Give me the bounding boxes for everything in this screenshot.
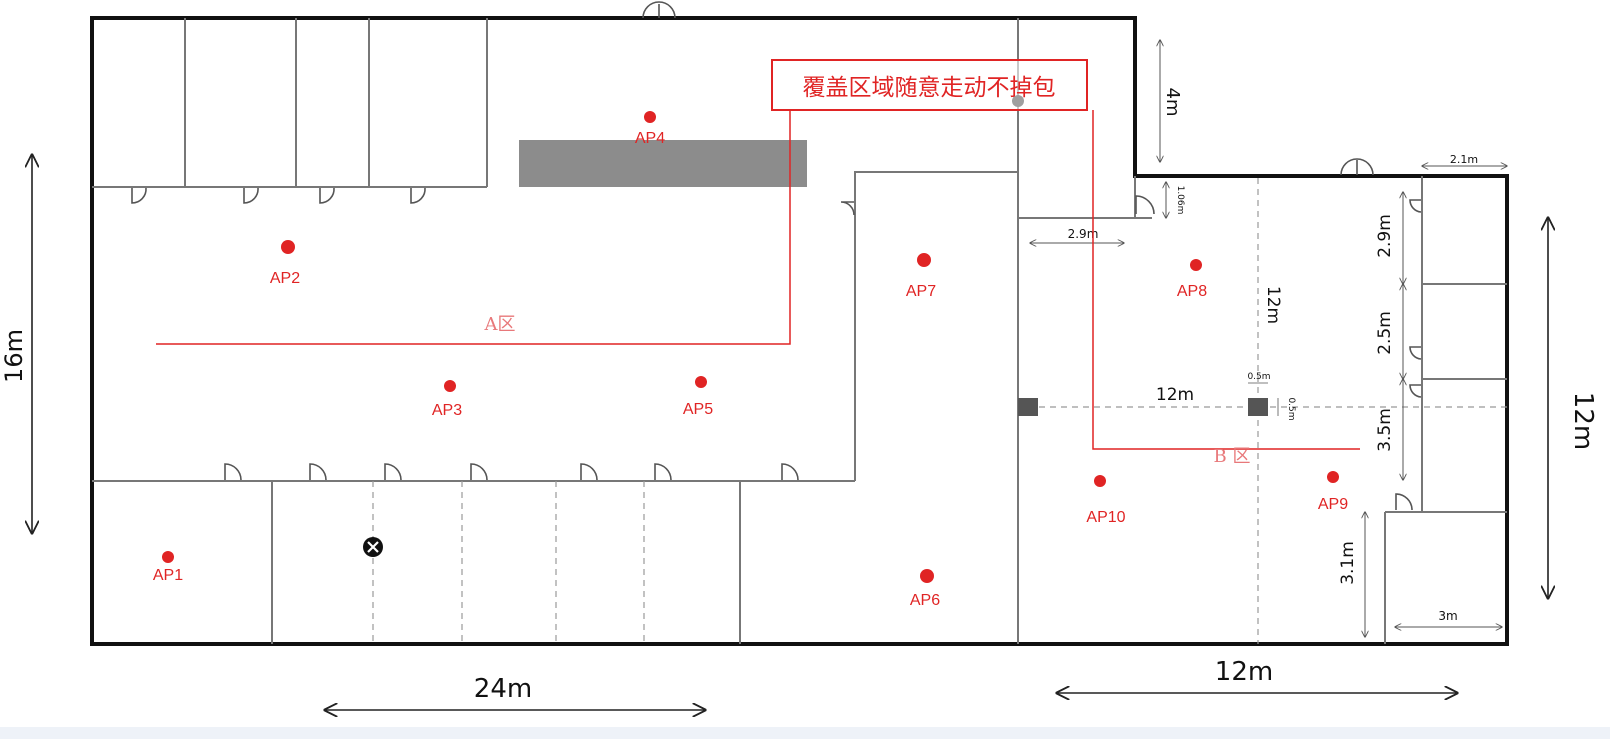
dim-room-5: 3.1m [1338, 541, 1358, 585]
dim-b-vertical: 12m [1263, 286, 1283, 324]
dim-pillar-h: 0.5m [1286, 397, 1296, 420]
ap2-label: AP2 [270, 270, 300, 287]
access-point-ap5: AP5 [683, 376, 713, 418]
access-point-ap7: AP7 [906, 253, 936, 300]
access-point-ap8: AP8 [1177, 259, 1207, 300]
interior-partitions [92, 18, 1507, 644]
door-arcs [131, 1, 1422, 511]
dim-room-4: 3.5m [1375, 408, 1395, 452]
ap3-label: AP3 [432, 402, 462, 419]
ap9-label: AP9 [1318, 496, 1348, 513]
ap5-label: AP5 [683, 401, 713, 418]
outer-walls [90, 16, 1509, 646]
coverage-lines [156, 110, 1360, 450]
dim-b-horizontal: 12m [1156, 385, 1194, 405]
access-point-ap2: AP2 [270, 240, 300, 287]
ap10-label: AP10 [1086, 509, 1125, 526]
coverage-banner-box [771, 59, 1088, 111]
x-marker-icon [363, 537, 383, 557]
dim-bottom-width-a: 24m [474, 674, 532, 704]
dim-right-height: 12m [1568, 392, 1598, 450]
ap4-label: AP4 [635, 130, 665, 147]
zone-b-label: B 区 [1214, 446, 1251, 467]
dim-corridor-height: 4m [1162, 88, 1183, 117]
ap1-label: AP1 [153, 567, 183, 584]
dim-room-width-bottom: 3m [1438, 609, 1457, 623]
dim-room-3: 2.5m [1375, 311, 1395, 355]
pillar-center [1248, 398, 1268, 416]
dimension-arrows [32, 40, 1548, 710]
access-point-ap9: AP9 [1318, 471, 1348, 513]
zone-a-label: A区 [484, 314, 516, 335]
access-point-ap4: AP4 [635, 111, 665, 147]
access-point-ap1: AP1 [153, 551, 183, 584]
zone-a-boundary [156, 110, 791, 345]
zone-b-boundary [1092, 110, 1360, 450]
coverage-banner-text: 覆盖区域随意走动不掉包 [803, 75, 1056, 101]
access-point-ap6: AP6 [910, 569, 940, 609]
building-floor [92, 18, 1507, 644]
access-points: AP1 AP2 AP3 AP4 AP5 AP6 AP7 AP8 [153, 111, 1348, 609]
access-point-ap10: AP10 [1086, 475, 1126, 526]
counter-block [519, 140, 807, 187]
dim-door-width: 1.06m [1175, 186, 1185, 215]
dim-bottom-width-b: 12m [1215, 657, 1273, 687]
dim-room-2: 2.9m [1375, 214, 1395, 258]
ap6-label: AP6 [910, 592, 940, 609]
dim-corridor-width: 2.9m [1068, 227, 1099, 241]
pillar-left [1018, 398, 1038, 416]
dim-room-width-top: 2.1m [1450, 153, 1478, 166]
ap7-label: AP7 [906, 283, 936, 300]
ap8-label: AP8 [1177, 283, 1207, 300]
access-point-ap3: AP3 [432, 380, 462, 419]
dim-left-height: 16m [0, 329, 28, 383]
dim-pillar-w: 0.5m [1247, 372, 1270, 382]
